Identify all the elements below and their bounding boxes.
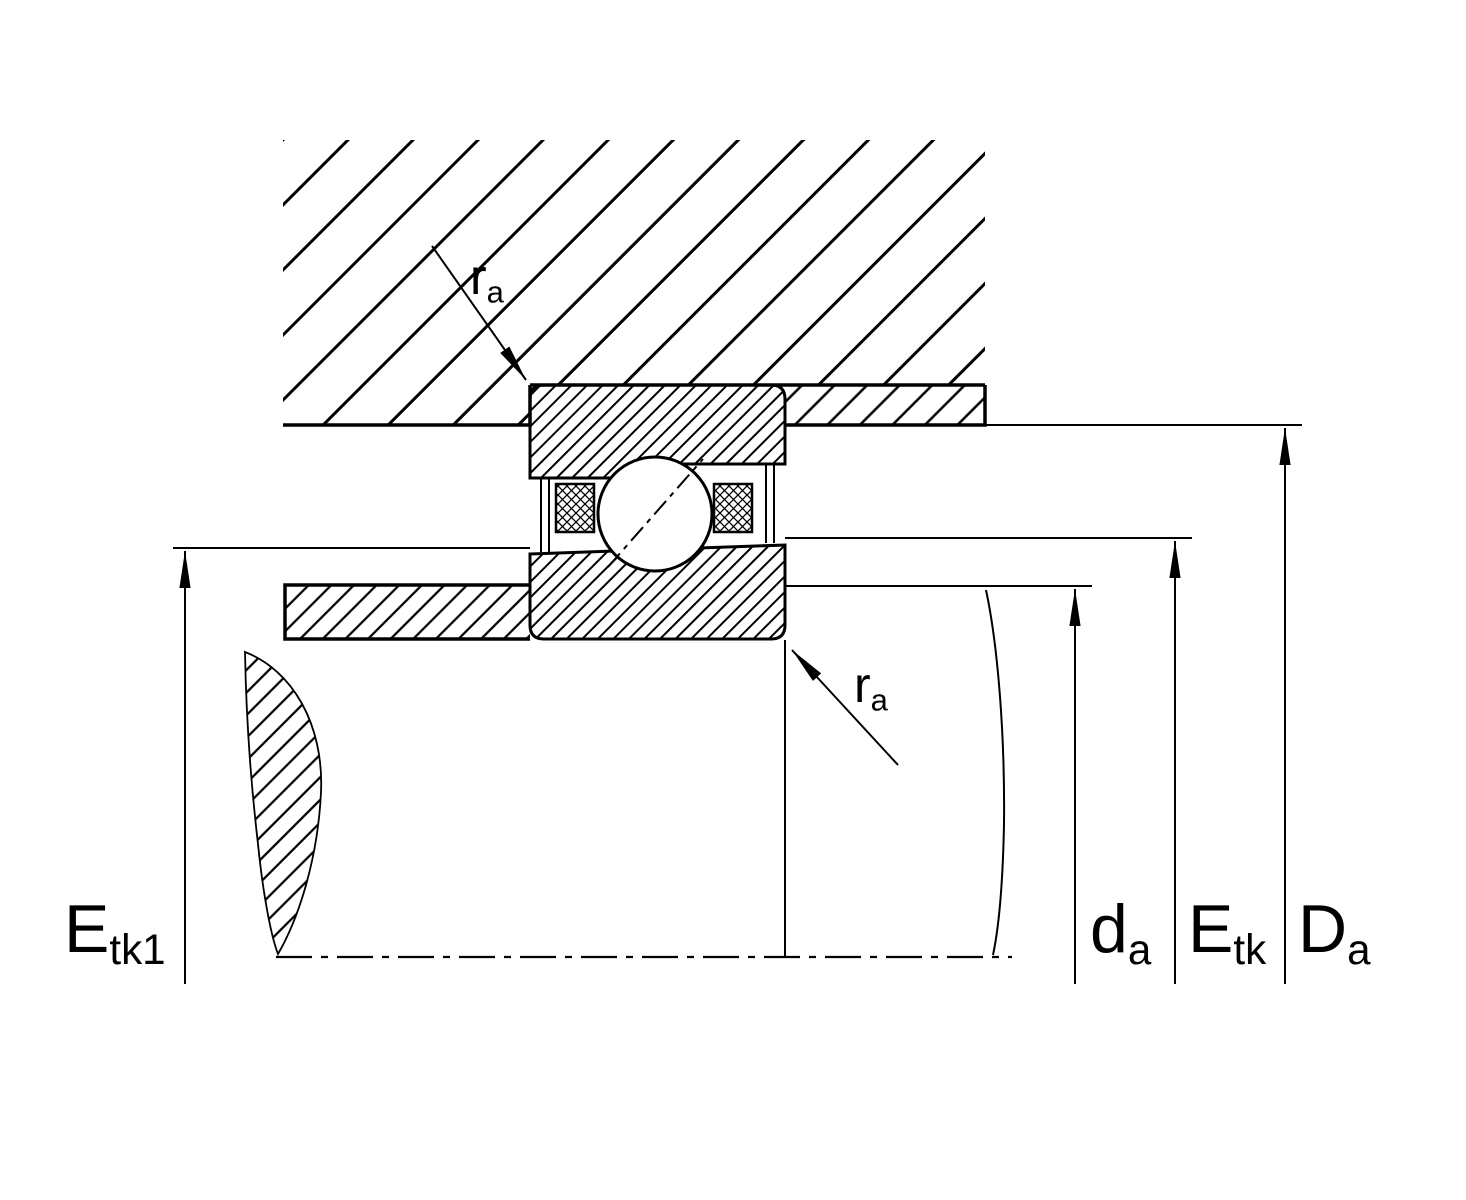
label-Da-sub: a [1347, 925, 1371, 973]
contact-angle-centerline [607, 458, 704, 568]
shaft-section [244, 583, 1006, 957]
label-etk-base: E [1188, 891, 1234, 967]
label-da: da [1090, 895, 1151, 970]
label-Da: Da [1298, 895, 1371, 970]
bearing-cross-section [528, 383, 787, 641]
label-ra-top-base: r [470, 249, 487, 305]
housing-section [283, 140, 985, 427]
shaft-shoulder-edge [283, 583, 530, 641]
spacer-ring-hatch [785, 385, 985, 425]
label-ra-bottom: ra [854, 657, 888, 716]
label-da-base: d [1090, 891, 1128, 967]
label-ra-top-sub: a [486, 274, 504, 310]
label-etk1-sub: tk1 [109, 925, 166, 973]
housing-spacer-ring [785, 385, 987, 427]
housing-hatch-area [283, 140, 985, 425]
dimension-lines [173, 245, 1302, 984]
shaft-break-line-right [985, 589, 1006, 956]
label-da-sub: a [1127, 925, 1152, 973]
cage-right [712, 482, 754, 534]
label-ra-bottom-base: r [854, 657, 871, 713]
inner-ring [528, 543, 787, 641]
label-Da-base: D [1298, 891, 1348, 967]
label-ra-bottom-sub: a [870, 682, 888, 718]
ra-bottom-leader [791, 649, 899, 766]
label-etk-sub: tk [1233, 925, 1267, 973]
label-etk1-base: E [64, 891, 110, 967]
shaft-shoulder-hatch [285, 585, 530, 639]
label-ra-top: ra [470, 249, 504, 308]
ra-top-leader [431, 245, 527, 381]
cage-left [554, 482, 596, 534]
label-etk: Etk [1188, 895, 1266, 970]
shaft-break-section [244, 650, 323, 957]
outer-ring [528, 383, 787, 480]
label-etk1: Etk1 [64, 895, 166, 970]
